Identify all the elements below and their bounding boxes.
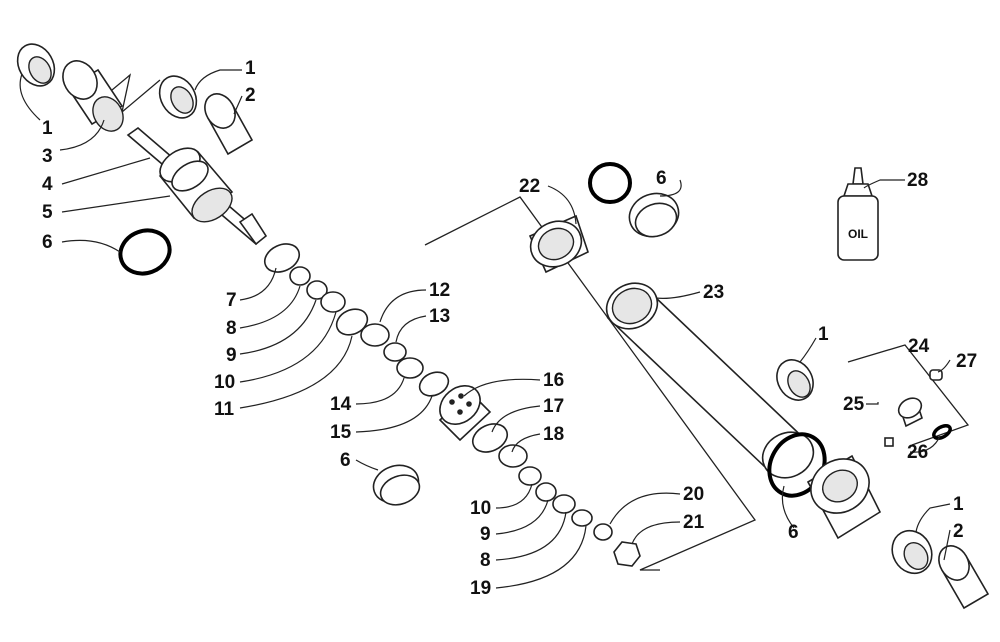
valve-assembly-frame (847, 344, 970, 446)
callout-26: 26 (907, 442, 928, 463)
callout-12: 12 (429, 280, 450, 301)
washer-stack-upper (263, 243, 450, 397)
reservoir-cap (528, 214, 589, 274)
bushing-right-top (776, 359, 814, 401)
sleeve-right-bottom (938, 545, 990, 610)
callout-25: 25 (843, 394, 865, 415)
sleeve-top-center (204, 93, 254, 156)
callout-21: 21 (683, 512, 705, 533)
callout-15: 15 (330, 422, 352, 443)
callout-24: 24 (908, 336, 930, 357)
bushing-right-bottom (891, 529, 933, 575)
seal-head (158, 147, 234, 223)
piston-assembly-frame (424, 196, 757, 571)
callout-27: 27 (956, 351, 977, 372)
callout-9: 9 (226, 345, 237, 366)
callout-6: 6 (340, 450, 351, 471)
callout-4: 4 (42, 174, 53, 195)
callout-17: 17 (543, 396, 564, 417)
callout-labels: 1 2 1 3 4 5 6 7 8 9 10 11 12 13 14 15 6 … (42, 58, 977, 599)
piston (438, 384, 492, 442)
nut (613, 541, 641, 567)
callout-8: 8 (226, 318, 237, 339)
callout-18: 18 (543, 424, 564, 445)
valve-body (884, 369, 952, 447)
callout-10: 10 (214, 372, 235, 393)
o-ring-left (118, 228, 172, 276)
oil-bottle-icon: OIL (837, 167, 879, 261)
callout-2: 2 (245, 85, 256, 106)
piston-band (372, 464, 421, 506)
sleeve-top-left (62, 60, 124, 132)
valve-cap (929, 369, 943, 381)
callout-5: 5 (42, 202, 53, 223)
washer-stack-lower (471, 423, 641, 567)
callout-22: 22 (519, 176, 540, 197)
callout-6: 6 (42, 232, 53, 253)
leader-lines (19, 69, 951, 589)
callout-7: 7 (226, 290, 237, 311)
callout-16: 16 (543, 370, 564, 391)
callout-6: 6 (656, 168, 667, 189)
callout-28: 28 (907, 170, 928, 191)
callout-14: 14 (330, 394, 352, 415)
valve-o-ring (932, 424, 952, 440)
top-zigzag-line (99, 73, 161, 114)
callout-1: 1 (42, 118, 53, 139)
shock-body (605, 282, 815, 479)
bushing-top-left (16, 43, 56, 87)
callout-1: 1 (245, 58, 256, 79)
o-ring-top (588, 162, 632, 204)
callout-1: 1 (818, 324, 829, 345)
callout-6: 6 (788, 522, 799, 543)
callout-20: 20 (683, 484, 704, 505)
band-top (628, 192, 680, 238)
bottle-label: OIL (848, 227, 868, 241)
callout-13: 13 (429, 306, 450, 327)
callout-3: 3 (42, 146, 53, 167)
bushing-top-center (158, 75, 198, 119)
shock-eye-lower (806, 454, 882, 540)
callout-8: 8 (480, 550, 491, 571)
callout-11: 11 (214, 399, 235, 420)
callout-19: 19 (470, 578, 491, 599)
callout-9: 9 (480, 524, 491, 545)
callout-1: 1 (953, 494, 964, 515)
callout-23: 23 (703, 282, 724, 303)
callout-2: 2 (953, 521, 964, 542)
callout-10: 10 (470, 498, 491, 519)
